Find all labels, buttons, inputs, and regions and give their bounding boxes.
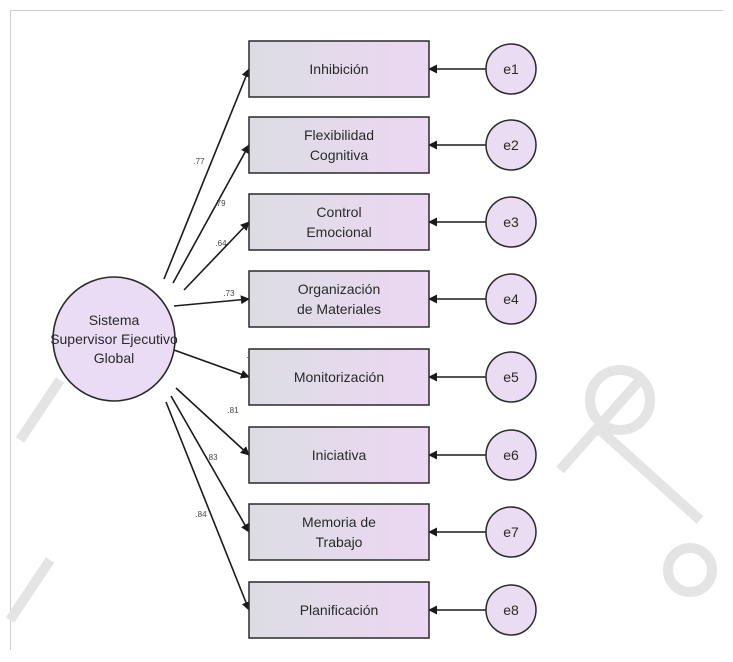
indicator-box bbox=[248, 116, 430, 174]
indicator-box bbox=[248, 348, 430, 406]
error-term-node: e4 bbox=[485, 273, 537, 325]
error-term-node: e3 bbox=[485, 196, 537, 248]
indicator-label: Planificación bbox=[300, 602, 379, 618]
error-circle bbox=[485, 43, 537, 95]
factor-loading-arrow bbox=[175, 387, 250, 456]
indicator-node: Monitorización bbox=[248, 348, 430, 406]
text-line: Memoria de bbox=[302, 514, 376, 530]
error-label: e6 bbox=[503, 447, 519, 463]
factor-loading-arrow bbox=[183, 221, 250, 291]
error-circle bbox=[485, 196, 537, 248]
indicator-node: Planificación bbox=[248, 581, 430, 639]
factor-loading-arrow bbox=[172, 144, 250, 284]
loading-value-label: .84 bbox=[195, 510, 207, 519]
watermark-graphic bbox=[5, 365, 717, 623]
latent-factor-ellipse bbox=[52, 276, 176, 402]
indicator-node: Memoria de Trabajo bbox=[248, 503, 430, 561]
error-label: e1 bbox=[503, 61, 519, 77]
text-line: Iniciativa bbox=[312, 447, 367, 463]
error-term-node: e6 bbox=[485, 429, 537, 481]
loading-value-label: .83 bbox=[206, 453, 218, 462]
indicator-node: Organización de Materiales bbox=[248, 270, 430, 328]
indicator-label: Monitorización bbox=[294, 369, 384, 385]
loading-value-label: .77 bbox=[193, 157, 205, 166]
text-line: Global bbox=[94, 350, 134, 366]
factor-loading-arrow bbox=[173, 349, 250, 379]
text-line: Control bbox=[316, 204, 361, 220]
error-circle bbox=[485, 273, 537, 325]
text-line: Sistema bbox=[89, 312, 140, 328]
indicator-label: Inhibición bbox=[309, 61, 368, 77]
error-term-node: e7 bbox=[485, 506, 537, 558]
indicator-node: Inhibición bbox=[248, 40, 430, 98]
factor-loading-arrow bbox=[170, 395, 250, 533]
error-label: e5 bbox=[503, 369, 519, 385]
loading-value-label: .73 bbox=[223, 289, 235, 298]
error-label: e8 bbox=[503, 602, 519, 618]
frame-border-top bbox=[10, 10, 723, 11]
indicator-label: Memoria de Trabajo bbox=[302, 514, 376, 550]
error-term-node: e8 bbox=[485, 584, 537, 636]
text-line: Supervisor Ejecutivo bbox=[50, 331, 178, 347]
error-term-node: e2 bbox=[485, 119, 537, 171]
indicator-box bbox=[248, 40, 430, 98]
indicator-node: Iniciativa bbox=[248, 426, 430, 484]
error-circle bbox=[485, 584, 537, 636]
loading-value-label: .81 bbox=[227, 406, 239, 415]
text-line: Cognitiva bbox=[310, 147, 369, 163]
text-line: Organización bbox=[298, 281, 381, 297]
indicator-box bbox=[248, 581, 430, 639]
error-term-node: e1 bbox=[485, 43, 537, 95]
text-line: Planificación bbox=[300, 602, 379, 618]
text-line: Inhibición bbox=[309, 61, 368, 77]
error-term-node: e5 bbox=[485, 351, 537, 403]
error-label: e3 bbox=[503, 214, 519, 230]
frame-border-left bbox=[10, 10, 11, 650]
error-circle bbox=[485, 351, 537, 403]
loading-value-label: .79 bbox=[214, 199, 226, 208]
indicator-label: Iniciativa bbox=[312, 447, 367, 463]
text-line: Trabajo bbox=[316, 534, 363, 550]
error-circle bbox=[485, 119, 537, 171]
indicator-label: Organización de Materiales bbox=[297, 281, 381, 317]
indicator-box bbox=[248, 503, 430, 561]
error-label: e7 bbox=[503, 524, 519, 540]
text-line: de Materiales bbox=[297, 301, 381, 317]
factor-loading-arrow bbox=[163, 68, 251, 280]
factor-loading-arrow bbox=[173, 295, 250, 307]
indicator-box bbox=[248, 270, 430, 328]
loading-value-label: .64 bbox=[215, 239, 227, 248]
paths-layer: .77.79.64.73.78.81.83.84 bbox=[163, 64, 486, 615]
factor-loading-arrow bbox=[165, 401, 251, 611]
error-circle bbox=[485, 429, 537, 481]
indicator-box bbox=[248, 426, 430, 484]
text-line: Flexibilidad bbox=[304, 127, 374, 143]
text-line: Emocional bbox=[306, 224, 371, 240]
error-circle bbox=[485, 506, 537, 558]
error-label: e2 bbox=[503, 137, 519, 153]
error-label: e4 bbox=[503, 291, 519, 307]
text-line: Monitorización bbox=[294, 369, 384, 385]
indicator-box bbox=[248, 193, 430, 251]
